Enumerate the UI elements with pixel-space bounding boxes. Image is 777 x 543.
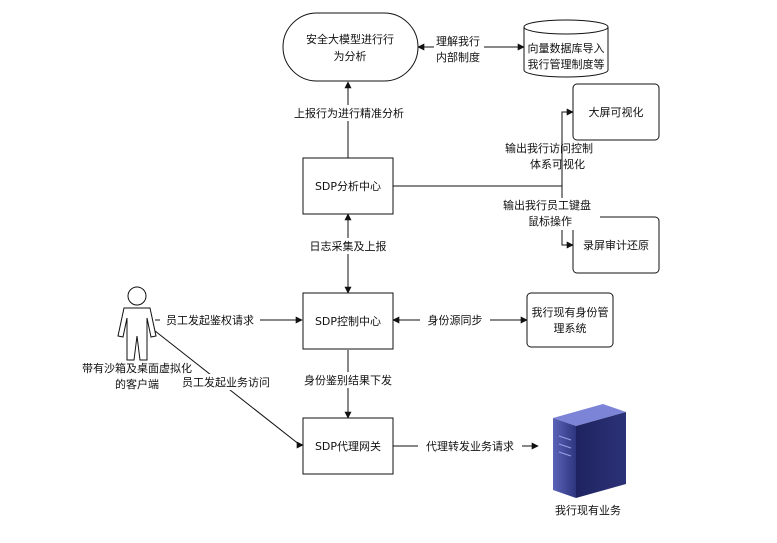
node-vectordb: 向量数据库导入 我行管理制度等 [523, 19, 609, 78]
server-icon [553, 404, 626, 498]
label-output-access-line1: 输出我行访问控制 [505, 141, 593, 155]
label-auth-request: 员工发起鉴权请求 [166, 313, 254, 327]
node-gateway-label: SDP代理网关 [315, 439, 381, 453]
label-understand-line1: 理解我行 [436, 34, 480, 48]
node-llm-line2: 为分析 [334, 49, 367, 63]
node-vectordb-line1: 向量数据库导入 [528, 41, 605, 55]
node-analysis-label: SDP分析中心 [315, 179, 381, 193]
label-understand-line2: 内部制度 [436, 50, 480, 64]
node-identity-line1: 我行现有身份管 [532, 305, 609, 319]
node-gateway: SDP代理网关 [302, 417, 394, 475]
label-proxy-forward: 代理转发业务请求 [426, 439, 514, 453]
node-llm: 安全大模型进行行 为分析 [282, 12, 419, 82]
node-llm-line1: 安全大模型进行行 [306, 32, 394, 46]
label-log: 日志采集及上报 [310, 239, 387, 253]
label-auth-result: 身份鉴别结果下发 [304, 373, 392, 387]
node-analysis: SDP分析中心 [302, 157, 394, 215]
label-output-keyboard-line2: 鼠标操作 [528, 214, 572, 228]
node-identity-line2: 理系统 [554, 322, 587, 335]
label-business-access: 员工发起业务访问 [182, 375, 270, 389]
edge-client-gateway [149, 326, 304, 449]
node-control-label: SDP控制中心 [315, 314, 381, 328]
node-client-line1: 带有沙箱及桌面虚拟化 [82, 361, 192, 375]
node-vectordb-line2: 我行管理制度等 [528, 57, 605, 71]
node-business-label: 我行现有业务 [555, 503, 621, 517]
node-control: SDP控制中心 [302, 292, 394, 350]
node-bigscreen: 大屏可视化 [572, 83, 660, 141]
edge-labels: 理解我行 内部制度 上报行为进行精准分析 输出我行访问控制 体系可视化 输出我行… [160, 33, 600, 454]
node-recording: 录屏审计还原 [572, 216, 660, 274]
label-identity-sync: 身份源同步 [428, 313, 483, 327]
edge-to-bigscreen [561, 108, 574, 186]
node-client-line2: 的客户端 [115, 377, 159, 391]
label-output-access-line2: 体系可视化 [530, 157, 585, 171]
user-icon [117, 286, 157, 361]
node-identity: 我行现有身份管 理系统 [526, 292, 614, 348]
node-recording-label: 录屏审计还原 [583, 238, 649, 252]
label-output-keyboard-line1: 输出我行员工键盘 [503, 198, 591, 212]
label-report: 上报行为进行精准分析 [294, 106, 404, 120]
node-bigscreen-label: 大屏可视化 [589, 105, 644, 119]
